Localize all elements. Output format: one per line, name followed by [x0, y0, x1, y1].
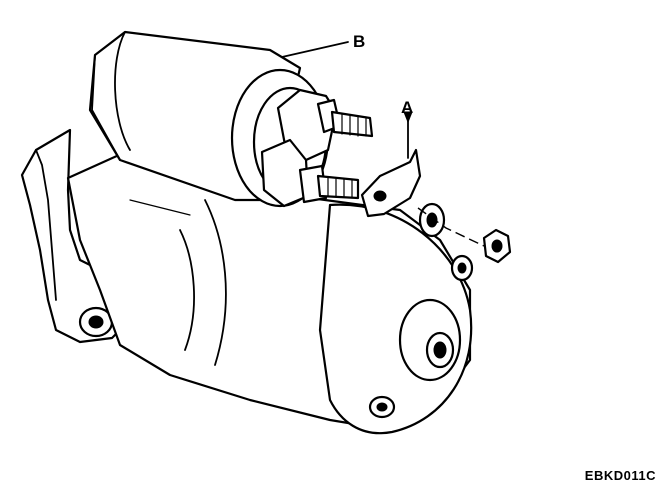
- washer: [418, 202, 446, 238]
- figure-code: EBKD011C: [584, 468, 656, 483]
- terminal-nut: [482, 228, 512, 264]
- through-bolt-side: [450, 254, 474, 282]
- callout-label-a: A: [401, 98, 414, 117]
- leader-arrow-a: [403, 111, 413, 124]
- leader-line-b: [281, 41, 349, 58]
- rear-end-frame: [318, 203, 473, 435]
- assembly-axis-line: [417, 207, 485, 247]
- motor-lead-bracket: [360, 148, 422, 218]
- solenoid-terminal-stud-lower: [260, 138, 360, 208]
- callout-label-b: B: [353, 32, 366, 51]
- solenoid-terminal-stud-upper: [316, 98, 374, 138]
- solenoid-switch: [88, 30, 338, 208]
- through-bolt-rear: [368, 395, 396, 419]
